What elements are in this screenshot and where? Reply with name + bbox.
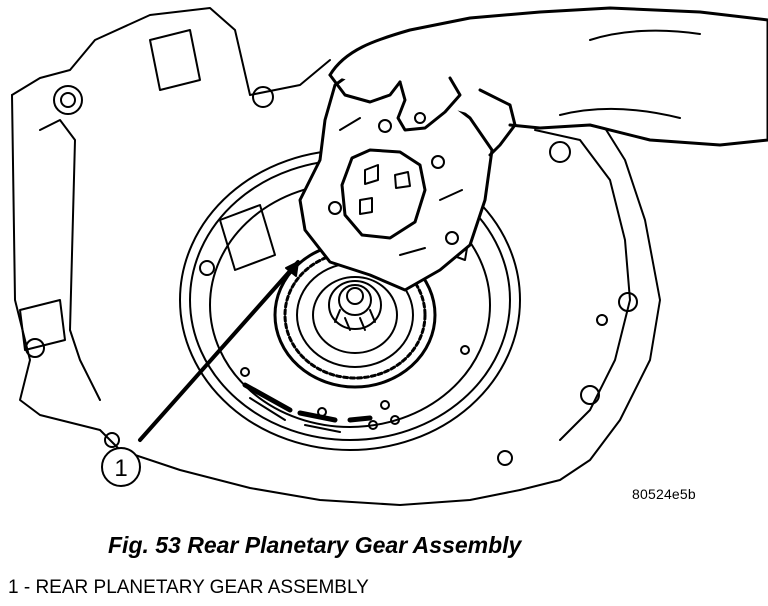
transmission-case bbox=[11, 7, 661, 506]
figure-reference-code: 80524e5b bbox=[632, 486, 696, 502]
callout-bubble bbox=[101, 447, 141, 487]
callout-number: 1 bbox=[114, 455, 127, 482]
callout-1: 1 bbox=[101, 260, 300, 487]
legend-item-1: 1 - REAR PLANETARY GEAR ASSEMBLY bbox=[8, 577, 369, 598]
leader-line bbox=[138, 260, 300, 442]
hand bbox=[328, 6, 768, 157]
figure-title: Fig. 53 Rear Planetary Gear Assembly bbox=[108, 532, 522, 558]
transmission-illustration: 1 bbox=[11, 6, 768, 506]
